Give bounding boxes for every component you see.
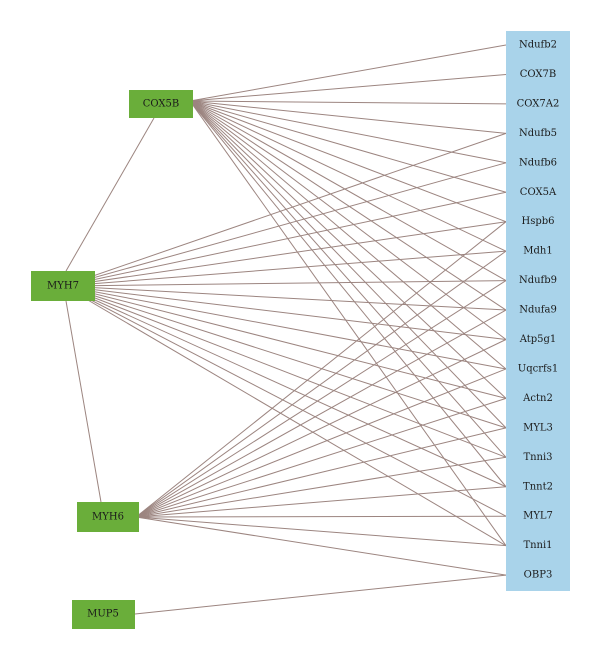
hub-node-mup5: MUP5 — [72, 600, 135, 629]
target-node-tnni1: Tnni1 — [523, 540, 552, 551]
edge-cox5b-mdh1 — [189, 100, 507, 252]
edge-cox5b-ndufb6 — [189, 100, 507, 164]
edge-myh7-myl3 — [63, 285, 507, 429]
network-edges — [63, 44, 507, 615]
target-node-uqcrfs1: Uqcrfs1 — [518, 363, 558, 374]
target-label-myl7: MYL7 — [523, 511, 553, 522]
edge-cox5b-cox7b — [189, 73, 507, 102]
edge-myh7-cox5a — [63, 191, 507, 287]
edge-myh7-tnnt2 — [63, 285, 507, 488]
target-label-tnni3: Tnni3 — [523, 452, 552, 463]
target-label-ndufb6: Ndufb6 — [519, 157, 557, 168]
edge-myh6-ndufa9 — [135, 309, 507, 518]
hub-label-myh6: MYH6 — [92, 512, 124, 523]
target-label-tnni1: Tnni1 — [523, 540, 552, 551]
edge-myh7-ndufb9 — [63, 280, 507, 287]
edge-cox5b-cox5a — [189, 100, 507, 193]
edge-cox5b-myl3 — [189, 100, 507, 429]
edge-cox5b-uqcrfs1 — [189, 100, 507, 370]
hub-label-mup5: MUP5 — [87, 609, 119, 620]
target-label-ndufb5: Ndufb5 — [519, 128, 557, 139]
edge-myh6-tnnt2 — [135, 486, 507, 518]
target-label-obp3: OBP3 — [524, 570, 553, 581]
target-node-ndufb5: Ndufb5 — [519, 128, 557, 139]
target-genes-column — [506, 31, 570, 591]
edge-myh7-hspb6 — [63, 221, 507, 287]
edge-myh7-uqcrfs1 — [63, 285, 507, 370]
target-node-cox5a: COX5A — [520, 187, 557, 198]
edge-cox5b-tnni1 — [189, 100, 507, 546]
edge-mup5-obp3 — [134, 574, 507, 615]
target-node-obp3: OBP3 — [524, 570, 553, 581]
target-node-ndufb6: Ndufb6 — [519, 157, 557, 168]
hub-node-cox5b: COX5B — [129, 90, 193, 118]
edge-myh6-tnni3 — [135, 456, 507, 518]
target-node-ndufb2: Ndufb2 — [519, 40, 557, 51]
edge-myh7-myl7 — [63, 285, 507, 517]
edge-cox5b-hspb6 — [189, 100, 507, 223]
target-node-atp5g1: Atp5g1 — [519, 334, 557, 345]
edge-myh7-mdh1 — [63, 250, 507, 287]
edge-cox5b-myh7 — [65, 117, 155, 272]
edge-cox5b-actn2 — [189, 100, 507, 399]
target-label-atp5g1: Atp5g1 — [519, 334, 557, 345]
target-node-ndufb9: Ndufb9 — [519, 275, 557, 286]
target-label-ndufa9: Ndufa9 — [519, 305, 557, 316]
edge-myh7-ndufb5 — [63, 132, 507, 287]
edge-cox5b-cox7a2 — [189, 100, 507, 105]
edge-myh6-myl3 — [135, 427, 507, 518]
edge-myh7-myh6 — [65, 300, 102, 503]
edge-myh6-mdh1 — [135, 250, 507, 518]
edge-myh6-hspb6 — [135, 221, 507, 518]
target-label-hspb6: Hspb6 — [521, 216, 554, 227]
target-node-myl3: MYL3 — [523, 422, 553, 433]
hub-node-myh7: MYH7 — [31, 271, 95, 301]
edge-myh6-tnni1 — [135, 516, 507, 547]
target-label-myl3: MYL3 — [523, 422, 553, 433]
edge-cox5b-ndufb2 — [189, 44, 507, 102]
edge-myh7-ndufa9 — [63, 285, 507, 311]
target-label-cox7a2: COX7A2 — [517, 98, 560, 109]
target-label-tnnt2: Tnnt2 — [523, 481, 553, 492]
edge-myh6-actn2 — [135, 397, 507, 518]
edge-cox5b-tnnt2 — [189, 100, 507, 488]
target-label-ndufb2: Ndufb2 — [519, 40, 557, 51]
target-node-hspb6: Hspb6 — [521, 216, 554, 227]
target-node-actn2: Actn2 — [522, 393, 553, 404]
edge-cox5b-ndufa9 — [189, 100, 507, 311]
edge-cox5b-ndufb5 — [189, 100, 507, 134]
target-node-cox7b: COX7B — [520, 69, 557, 80]
edge-myh6-uqcrfs1 — [135, 368, 507, 518]
target-label-ndufb9: Ndufb9 — [519, 275, 557, 286]
target-node-cox7a2: COX7A2 — [517, 98, 560, 109]
target-node-tnnt2: Tnnt2 — [523, 481, 553, 492]
edge-myh6-atp5g1 — [135, 339, 507, 518]
edge-myh7-tnni3 — [63, 285, 507, 458]
target-node-mdh1: Mdh1 — [523, 246, 552, 257]
hub-label-myh7: MYH7 — [47, 281, 79, 292]
target-node-myl7: MYL7 — [523, 511, 553, 522]
edge-myh6-myl7 — [135, 515, 507, 518]
target-node-tnni3: Tnni3 — [523, 452, 552, 463]
edge-cox5b-tnni3 — [189, 100, 507, 458]
edge-myh6-ndufb9 — [135, 280, 507, 518]
hub-node-myh6: MYH6 — [77, 502, 139, 532]
edge-myh6-obp3 — [135, 516, 507, 576]
target-label-cox5a: COX5A — [520, 187, 557, 198]
target-label-actn2: Actn2 — [522, 393, 553, 404]
target-label-mdh1: Mdh1 — [523, 246, 552, 257]
edge-myh7-tnni1 — [63, 285, 507, 547]
target-node-ndufa9: Ndufa9 — [519, 305, 557, 316]
target-label-cox7b: COX7B — [520, 69, 557, 80]
edge-myh7-ndufb6 — [63, 162, 507, 287]
edge-cox5b-atp5g1 — [189, 100, 507, 340]
edge-myh7-actn2 — [63, 285, 507, 399]
target-label-uqcrfs1: Uqcrfs1 — [518, 363, 558, 374]
hub-label-cox5b: COX5B — [143, 99, 180, 110]
edge-cox5b-ndufb9 — [189, 100, 507, 282]
edge-myh7-atp5g1 — [63, 285, 507, 340]
